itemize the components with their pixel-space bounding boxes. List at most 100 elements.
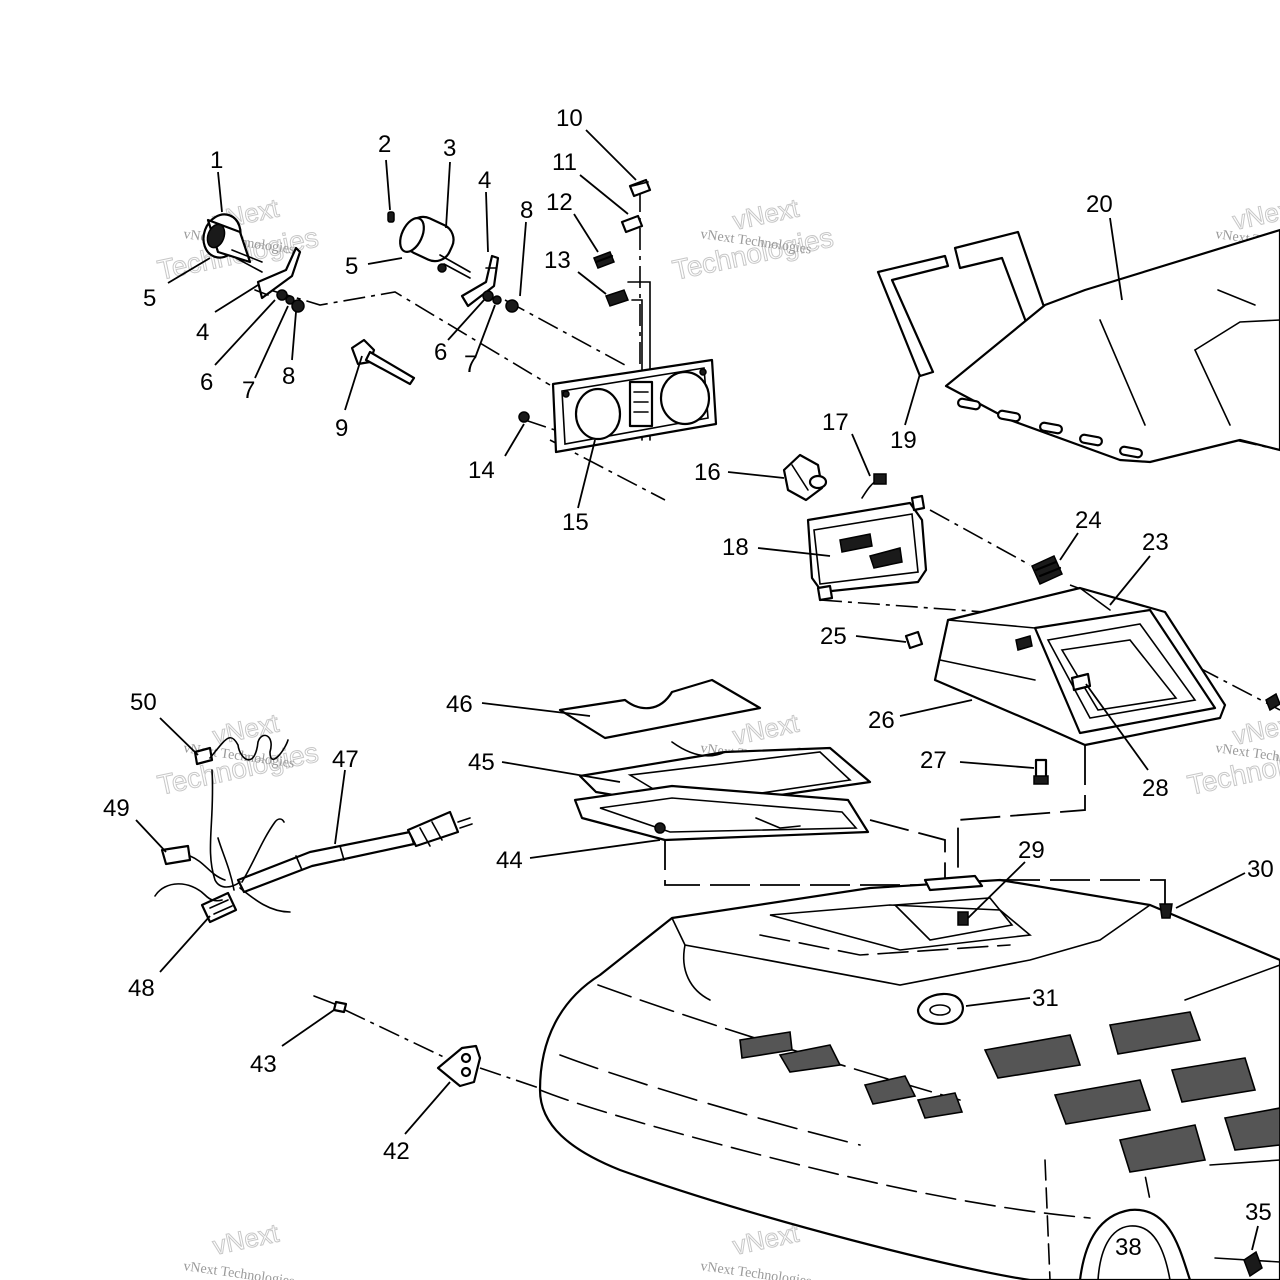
- part-9-switch[interactable]: [350, 338, 416, 386]
- part-7-lockwasher-left[interactable]: [285, 295, 295, 305]
- part-29-screw[interactable]: [957, 911, 969, 926]
- part-12-indicator[interactable]: [593, 251, 615, 269]
- callout-15: 15: [562, 509, 589, 536]
- callout-16: 16: [694, 459, 721, 486]
- callout-17: 17: [822, 409, 849, 436]
- callout-11: 11: [552, 149, 577, 176]
- callout-44: 44: [496, 847, 523, 874]
- part-24-spring[interactable]: [1031, 555, 1063, 585]
- part-7-lockwasher-center[interactable]: [492, 295, 502, 305]
- callout-5-left: 5: [143, 285, 156, 312]
- callout-18: 18: [722, 534, 749, 561]
- callout-48: 48: [128, 975, 155, 1002]
- callout-4-top: 4: [478, 167, 491, 194]
- part-47-harness[interactable]: [236, 810, 473, 894]
- callout-49: 49: [103, 795, 130, 822]
- callout-28: 28: [1142, 775, 1169, 802]
- part-49-connector[interactable]: [160, 844, 192, 866]
- callout-27: 27: [920, 747, 947, 774]
- watermark-bottom-center: vNext vNext Technologies: [699, 1217, 812, 1280]
- callout-46: 46: [446, 691, 473, 718]
- callout-25: 25: [820, 623, 847, 650]
- callout-38: 38: [1115, 1234, 1142, 1261]
- callout-3: 3: [443, 135, 456, 162]
- callout-30: 30: [1247, 856, 1274, 883]
- callout-9: 9: [335, 415, 348, 442]
- callout-7-left: 7: [242, 377, 255, 404]
- part-4-bracket-left[interactable]: [254, 246, 302, 300]
- watermark-bottom-left: vNext vNext Technologies: [182, 1217, 295, 1280]
- hood-mount-plate: [923, 874, 984, 892]
- callout-6-center: 6: [434, 339, 447, 366]
- callout-43: 43: [250, 1051, 277, 1078]
- callout-19: 19: [890, 427, 917, 454]
- callout-1: 1: [210, 147, 223, 174]
- part-35-fastener[interactable]: [1243, 1250, 1263, 1278]
- callout-47: 47: [332, 746, 359, 773]
- part-1-gauge[interactable]: [198, 209, 263, 273]
- callout-7-center: 7: [464, 351, 477, 378]
- part-16-bulb[interactable]: [782, 453, 828, 502]
- part-43-screw[interactable]: [313, 995, 348, 1014]
- leader-lines: [135, 129, 1259, 1251]
- callout-45: 45: [468, 749, 495, 776]
- callout-4-left: 4: [196, 319, 209, 346]
- part-50-connector[interactable]: [193, 746, 214, 766]
- callout-23: 23: [1142, 529, 1169, 556]
- callout-26: 26: [868, 707, 895, 734]
- callout-13: 13: [544, 247, 571, 274]
- callout-2: 2: [378, 131, 391, 158]
- callout-35: 35: [1245, 1199, 1272, 1226]
- part-46-gasket[interactable]: [558, 678, 762, 740]
- callout-20: 20: [1086, 191, 1113, 218]
- callout-29: 29: [1018, 837, 1045, 864]
- part-42-bracket[interactable]: [436, 1044, 482, 1088]
- callout-42: 42: [383, 1138, 410, 1165]
- part-3-gauge[interactable]: [395, 212, 471, 279]
- part-28-clip[interactable]: [1070, 672, 1092, 692]
- housing-fastener-right: [1265, 692, 1280, 712]
- part-17-socket-wire[interactable]: [861, 473, 887, 499]
- part-30-screw[interactable]: [1159, 903, 1173, 919]
- part-8-nut-center[interactable]: [505, 299, 519, 313]
- watermark-top-center: vNext Technologies vNext Technologies: [669, 192, 836, 286]
- part-2-screw[interactable]: [387, 211, 395, 223]
- part-11-indicator[interactable]: [620, 214, 644, 234]
- part-15-instrument-panel[interactable]: [551, 358, 718, 454]
- watermark-mid-left: vNext Technologies vNext Technologies: [154, 707, 321, 801]
- part-8-nut-left[interactable]: [291, 299, 305, 313]
- hood-vents: [739, 1011, 1280, 1173]
- callout-12: 12: [546, 189, 573, 216]
- part-10-indicator[interactable]: [628, 178, 652, 198]
- callout-8-top: 8: [520, 197, 533, 224]
- callout-14: 14: [468, 457, 495, 484]
- callout-10: 10: [556, 105, 583, 132]
- part-44-frame[interactable]: [573, 784, 870, 842]
- callout-24: 24: [1075, 507, 1102, 534]
- part-4-bracket-center[interactable]: [460, 254, 500, 308]
- callout-5-center: 5: [345, 253, 358, 280]
- part-20-windshield[interactable]: [944, 228, 1280, 464]
- part-18-headlight[interactable]: [806, 494, 928, 602]
- part-13-indicator[interactable]: [605, 289, 629, 307]
- callout-labels: 1 2 3 4 4 5 5 6 6 7 7 8 8 9 10 11 12 13 …: [103, 105, 1274, 1261]
- harness-wires: [154, 734, 291, 913]
- part-48-connector[interactable]: [200, 891, 238, 924]
- part-25-clip[interactable]: [904, 630, 924, 650]
- part-14-screw[interactable]: [518, 411, 530, 423]
- part-27-screw[interactable]: [1033, 758, 1049, 785]
- part-6-washer-left[interactable]: [276, 289, 288, 301]
- svg-text:vNext Technologies: vNext Technologies: [699, 1259, 812, 1280]
- part-26-housing[interactable]: [933, 586, 1227, 747]
- windshield-vents: [957, 397, 1143, 459]
- callout-50: 50: [130, 689, 157, 716]
- part-6-washer-center[interactable]: [482, 290, 494, 302]
- part-31-grommet[interactable]: [916, 992, 964, 1026]
- svg-text:vNext: vNext: [210, 1218, 282, 1261]
- callout-6-left: 6: [200, 369, 213, 396]
- callout-8-left: 8: [282, 363, 295, 390]
- svg-text:vNext Technologies: vNext Technologies: [182, 1259, 295, 1280]
- hood-body[interactable]: [538, 878, 1280, 1280]
